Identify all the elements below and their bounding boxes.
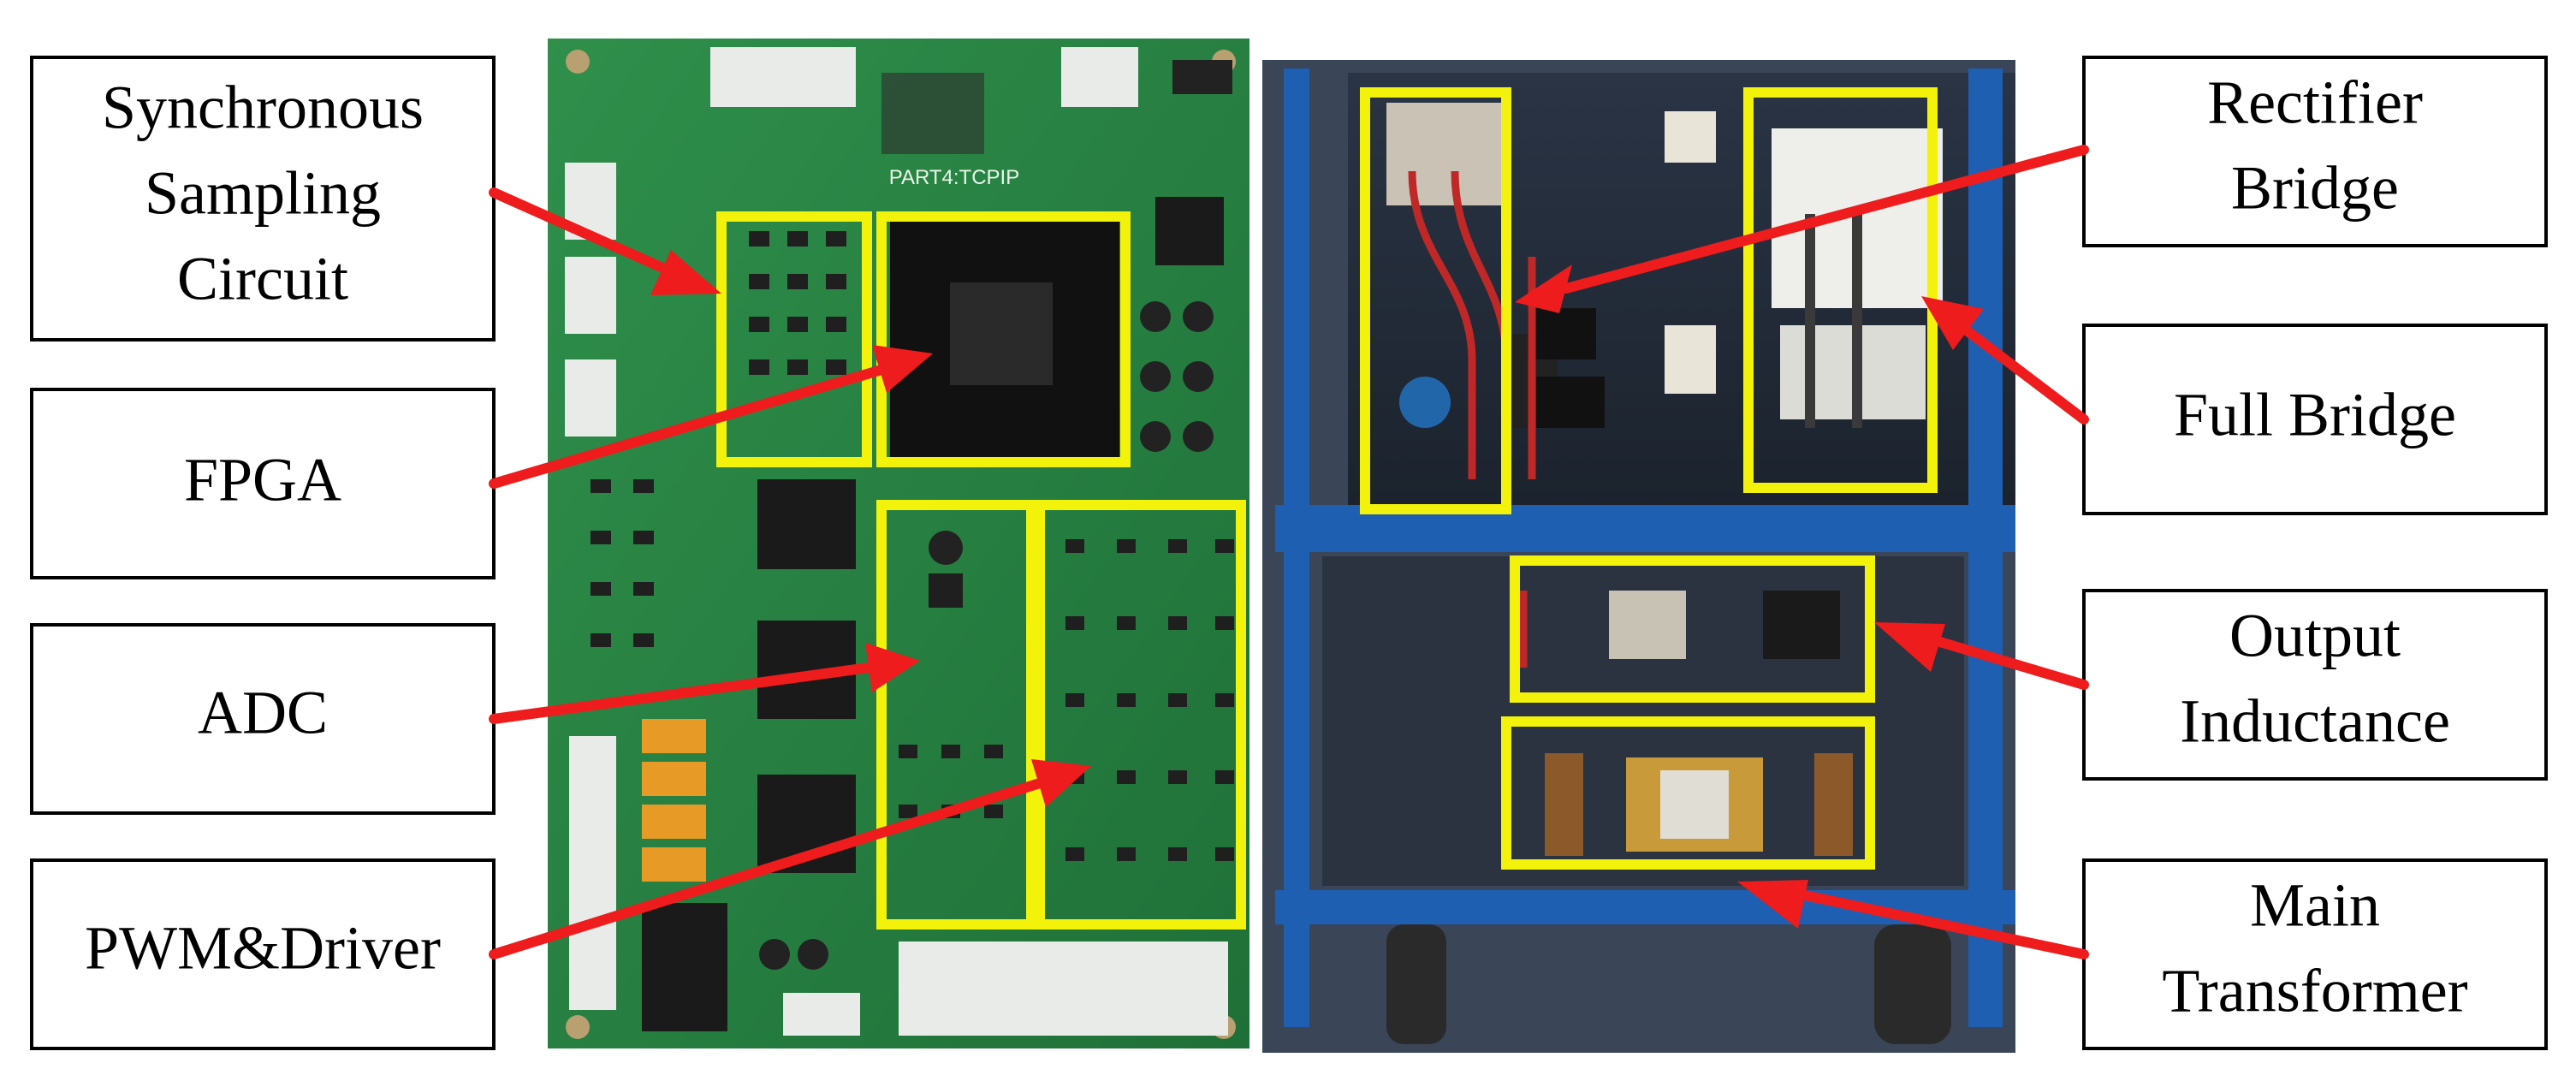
label-output-inductance-line-2: Inductance	[2180, 687, 2450, 756]
label-main-transformer: Main Transformer	[2082, 858, 2548, 1050]
highlight-pwm-driver	[1035, 500, 1246, 930]
label-main-transformer-line-1: Main	[2250, 871, 2380, 940]
label-sync-sampling-line-2: Sampling	[145, 159, 381, 228]
label-sync-sampling-line-1: Synchronous	[102, 74, 424, 142]
label-full-bridge: Full Bridge	[2082, 324, 2548, 515]
standoff-top-left	[566, 50, 590, 74]
top-header	[1172, 60, 1232, 94]
arrow-output-inductance	[1874, 622, 2089, 690]
label-sync-sampling: Synchronous Sampling Circuit	[30, 56, 496, 342]
highlight-adc	[876, 500, 1036, 930]
callout-arrows	[489, 145, 2089, 959]
control-board-photo: PART4:TCPIP	[548, 39, 1249, 1048]
label-sync-sampling-line-3: Circuit	[177, 245, 348, 313]
label-rectifier-bridge: Rectifier Bridge	[2082, 56, 2548, 247]
highlight-rectifier-bridge	[1360, 87, 1511, 514]
board-silkscreen: PART4:TCPIP	[889, 166, 1019, 189]
label-adc: ADC	[30, 623, 496, 815]
label-output-inductance: Output Inductance	[2082, 589, 2548, 781]
arrow-fpga	[489, 345, 933, 489]
arrow-rectifier-bridge	[1515, 145, 2089, 313]
arrow-full-bridge	[1921, 296, 2089, 425]
top-connector-1	[710, 47, 856, 107]
label-rectifier-bridge-line-2: Bridge	[2231, 154, 2399, 223]
label-main-transformer-line-2: Transformer	[2162, 957, 2467, 1025]
highlight-sync-sampling	[716, 211, 872, 467]
arrow-sync-sampling	[489, 187, 721, 295]
highlight-main-transformer	[1501, 716, 1875, 870]
label-output-inductance-line-1: Output	[2229, 602, 2401, 670]
label-fpga: FPGA	[30, 388, 496, 579]
label-full-bridge-line-1: Full Bridge	[2174, 381, 2456, 449]
arrow-main-transformer	[1737, 880, 2089, 959]
label-pwm-driver-line-1: PWM&Driver	[85, 914, 441, 983]
label-pwm-driver: PWM&Driver	[30, 858, 496, 1050]
label-adc-line-1: ADC	[198, 679, 328, 747]
highlight-full-bridge	[1743, 87, 1938, 493]
highlight-boxes	[716, 87, 1938, 930]
label-fpga-line-1: FPGA	[184, 446, 341, 514]
arrow-pwm-driver	[489, 759, 1091, 959]
arrow-adc	[489, 643, 920, 724]
label-rectifier-bridge-line-1: Rectifier	[2207, 68, 2423, 137]
standoff-bottom-left	[566, 1015, 590, 1039]
top-connector-2	[1061, 47, 1138, 107]
highlight-fpga	[876, 211, 1131, 467]
highlight-output-inductance	[1510, 555, 1875, 703]
